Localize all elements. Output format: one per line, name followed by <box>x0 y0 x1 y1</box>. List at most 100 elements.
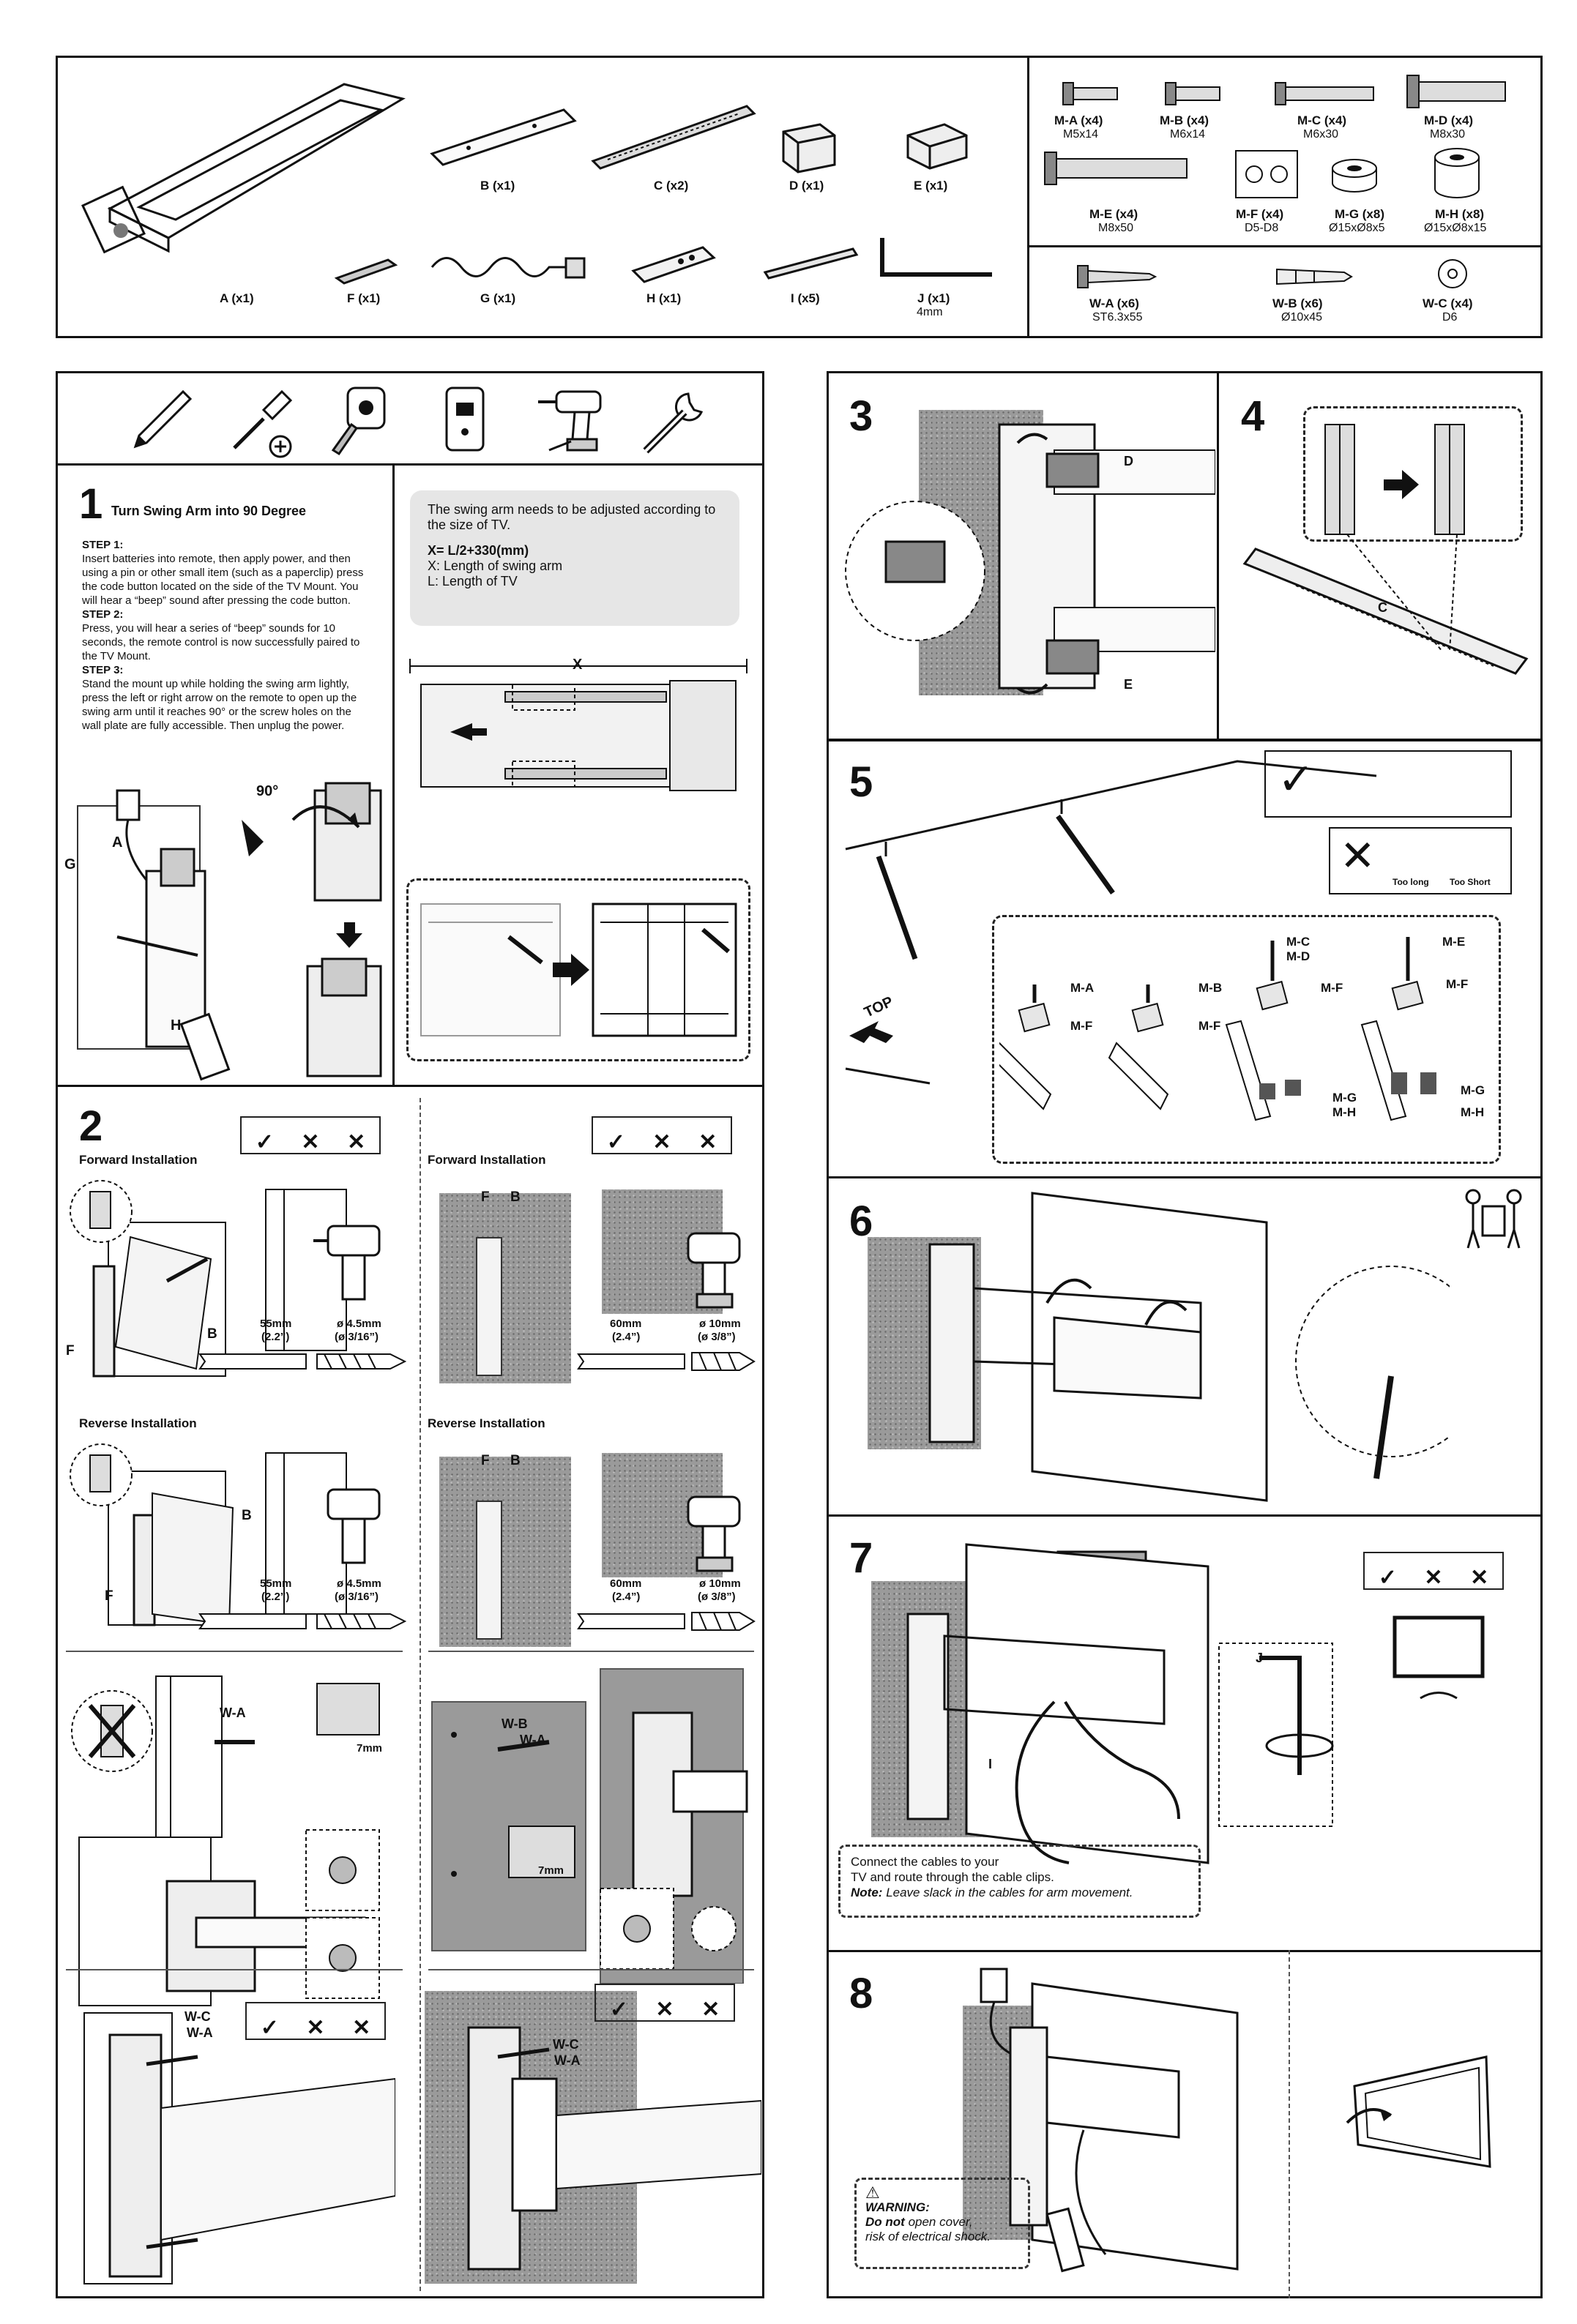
step-1-adjust-detail <box>406 878 750 1061</box>
screw-me-icon <box>1044 152 1188 185</box>
step-2-drill-depth-concrete-reverse <box>577 1612 756 1631</box>
screw-md-icon <box>1406 75 1506 108</box>
step-2-depth-concrete: 60mm <box>610 1318 642 1330</box>
step-2-bit-concrete-in-reverse: (ø 3/8”) <box>698 1591 736 1603</box>
step-2-bit-concrete: ø 10mm <box>699 1318 741 1330</box>
step-2-concrete-final-illustration <box>467 2026 761 2271</box>
warning-icon: ⚠ <box>865 2183 880 2202</box>
screw-wa-size: ST6.3x55 <box>1092 311 1143 324</box>
step-2-bit-concrete-in: (ø 3/8”) <box>698 1331 736 1343</box>
step-8-warning-title: WARNING: <box>865 2200 930 2214</box>
step-5-mf-1: M-F <box>1070 1019 1093 1033</box>
step-4-number: 4 <box>1241 392 1265 440</box>
step-4-detail <box>1303 406 1523 542</box>
step-5-tv-back-illustration <box>845 760 1377 1085</box>
spacer-mg-icon <box>1332 159 1377 193</box>
step-2-plate-forward <box>476 1237 502 1376</box>
step-2-concrete-wa-2: W-A <box>554 2053 581 2068</box>
slot-no-mark: ✕ <box>655 1997 674 2022</box>
slot-no-mark: ✕ <box>352 2015 371 2040</box>
step-2-concrete-wb: W-B <box>502 1716 528 1731</box>
step-2-plate-reverse <box>476 1501 502 1640</box>
anchor-wb-label: W-B (x6) <box>1272 296 1323 310</box>
step-1-label-h: H <box>171 1017 182 1034</box>
step-5-correct-box <box>1264 750 1512 818</box>
washer-wc-label: W-C (x4) <box>1423 296 1473 310</box>
step-3-number: 3 <box>849 392 873 440</box>
part-h-remote-illustration <box>631 246 716 283</box>
part-f-bracket-illustration <box>334 258 398 285</box>
part-d-cover-illustration <box>782 123 836 173</box>
step-2-concrete-f: F <box>481 1189 490 1205</box>
step-2-bit-wood-in-reverse: (ø 3/16”) <box>335 1591 379 1603</box>
step-2-wood-wa-2: W-A <box>187 2025 213 2040</box>
screw-md-label: M-D (x4) <box>1424 113 1474 127</box>
step-2-depth-wood-in: (2.2”) <box>261 1331 290 1343</box>
step-5-md: M-D <box>1286 949 1311 963</box>
step-7-note-line-1: Connect the cables to your <box>851 1855 999 1869</box>
screw-me-size: M8x50 <box>1098 222 1134 234</box>
step-2-drill-concrete-forward <box>687 1232 741 1309</box>
step-5-incorrect-box <box>1329 827 1512 894</box>
washer-mf-label: M-F (x4) <box>1236 207 1284 221</box>
part-f-label: F (x1) <box>347 291 381 305</box>
two-people-lift-icon <box>1465 1189 1522 1249</box>
step-2-row-divider-right <box>428 1651 754 1652</box>
step-1-info-text: The swing arm needs to be adjusted accor… <box>428 502 716 532</box>
step-1-info-l: L: Length of TV <box>428 574 518 589</box>
anchor-wb-icon <box>1276 268 1353 285</box>
step-2-reverse-concrete-f: F <box>481 1453 490 1468</box>
step-7-note-line-2: TV and route through the cable clips. <box>851 1870 1054 1884</box>
step-2-concrete-wall-forward <box>439 1193 571 1383</box>
step-2-forward-title-concrete: Forward Installation <box>428 1153 546 1167</box>
step-2-depth-wood: 55mm <box>260 1318 292 1330</box>
step-5-mh-1: M-H <box>1332 1105 1357 1119</box>
step-5-mf-3: M-F <box>1321 981 1343 995</box>
slot-no-mark: ✕ <box>1470 1565 1489 1590</box>
step-1-angle: 90° <box>256 783 279 799</box>
step-8-finished-illustration <box>980 1968 1239 2273</box>
step-1-vertical-divider <box>392 463 395 1087</box>
hardware-panel <box>1027 56 1543 338</box>
slot-ok-mark: ✓ <box>1378 1565 1397 1590</box>
anchor-wb-size: Ø10x45 <box>1281 311 1323 324</box>
step-1-info-x: X: Length of swing arm <box>428 558 563 573</box>
step-2-bit-wood: ø 4.5mm <box>337 1318 381 1330</box>
spacer-mh-label: M-H (x8) <box>1435 207 1485 221</box>
step-2-drill-concrete-reverse <box>687 1495 741 1572</box>
step-2-center-divider <box>420 1098 422 2291</box>
step-2-forward-wood-illustration <box>70 1180 381 1378</box>
left-column-panel <box>56 371 764 2298</box>
step-5-mf-4: M-F <box>1446 977 1469 991</box>
screw-mb-size: M6x14 <box>1170 128 1206 141</box>
step-5-cross-icon: ✕ <box>1340 832 1376 880</box>
slot-no-mark: ✕ <box>1424 1565 1443 1590</box>
step-7-label-j: J <box>1256 1651 1264 1665</box>
slot-no-mark: ✕ <box>652 1129 671 1154</box>
step-2-concrete-wa: W-A <box>520 1733 546 1747</box>
step-1-instructions: STEP 1: Insert batteries into remote, th… <box>82 538 371 733</box>
step-2-wood-wc: W-C <box>184 2009 211 2024</box>
spacer-mg-size: Ø15xØ8x5 <box>1329 222 1385 234</box>
step-1-s1-head: STEP 1: <box>82 539 124 551</box>
slot-indicator-step-7: ✓ ✕ ✕ <box>1363 1552 1504 1590</box>
slot-indicator-forward-wood: ✓✕✕ <box>240 1116 381 1154</box>
step-5-check-icon: ✓ <box>1278 755 1315 804</box>
step-2-depth-concrete-in-reverse: (2.4”) <box>612 1591 641 1603</box>
screw-ma-label: M-A (x4) <box>1054 113 1103 127</box>
step-5-mg-1: M-G <box>1332 1091 1357 1105</box>
step-2-concrete-b: B <box>510 1189 521 1205</box>
step-2-depth-wood-reverse: 55mm <box>260 1577 292 1590</box>
slot-ok-mark: ✓ <box>606 1129 625 1154</box>
part-g-power-cable-illustration <box>430 257 586 279</box>
screw-mc-size: M6x30 <box>1303 128 1339 141</box>
part-c-rail-illustration <box>591 105 756 170</box>
slot-ok-mark: ✓ <box>255 1129 274 1154</box>
step-7-cable-note: Connect the cables to your TV and route … <box>838 1845 1201 1918</box>
step-2-label-b: B <box>207 1326 217 1342</box>
step-2-wood-gap: 7mm <box>357 1742 383 1755</box>
step-5-too-long: Too long <box>1393 877 1429 887</box>
step-3-cover-illustration <box>845 423 1215 695</box>
slot-no-mark: ✕ <box>347 1129 366 1154</box>
step-1-number: 1 <box>79 480 103 528</box>
